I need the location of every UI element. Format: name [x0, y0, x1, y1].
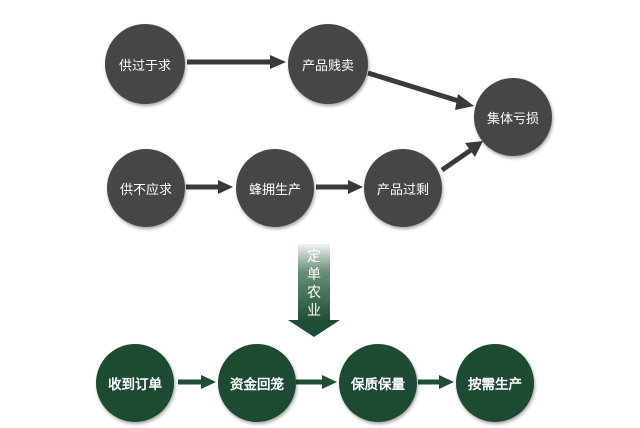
node-demand-production: 按需生产: [456, 344, 534, 422]
arrow-supply-excess-to-dump-sale: [187, 55, 286, 69]
node-rush-production: 蜂拥生产: [236, 149, 314, 227]
transition-label-char: 业: [307, 303, 321, 319]
node-fund-return: 资金回笼: [218, 344, 296, 422]
transition-label: 定 单 农 业: [302, 248, 326, 320]
transition-label-char: 定: [307, 249, 321, 265]
arrow-surplus-to-loss: [440, 141, 483, 173]
arrow-dump-sale-to-loss: [367, 70, 474, 110]
arrow-rush-production-to-surplus: [316, 180, 363, 194]
arrow-receive-order-to-fund-return: [178, 375, 216, 389]
node-shortage: 供不应求: [107, 149, 185, 227]
arrow-quality-to-demand-production: [418, 375, 454, 389]
arrow-fund-return-to-quality: [296, 375, 337, 389]
node-oversupply: 供过于求: [105, 24, 185, 104]
node-quality-assured: 保质保量: [339, 344, 417, 422]
transition-label-char: 农: [307, 285, 321, 301]
node-product-surplus: 产品过剩: [364, 149, 442, 227]
node-dump-sale: 产品贱卖: [288, 24, 368, 104]
node-receive-order: 收到订单: [96, 344, 174, 422]
transition-label-char: 单: [307, 267, 321, 283]
arrow-shortage-to-rush-production: [186, 180, 233, 194]
node-collective-loss: 集体亏损: [474, 78, 552, 156]
transition-down-arrow: [288, 244, 340, 337]
